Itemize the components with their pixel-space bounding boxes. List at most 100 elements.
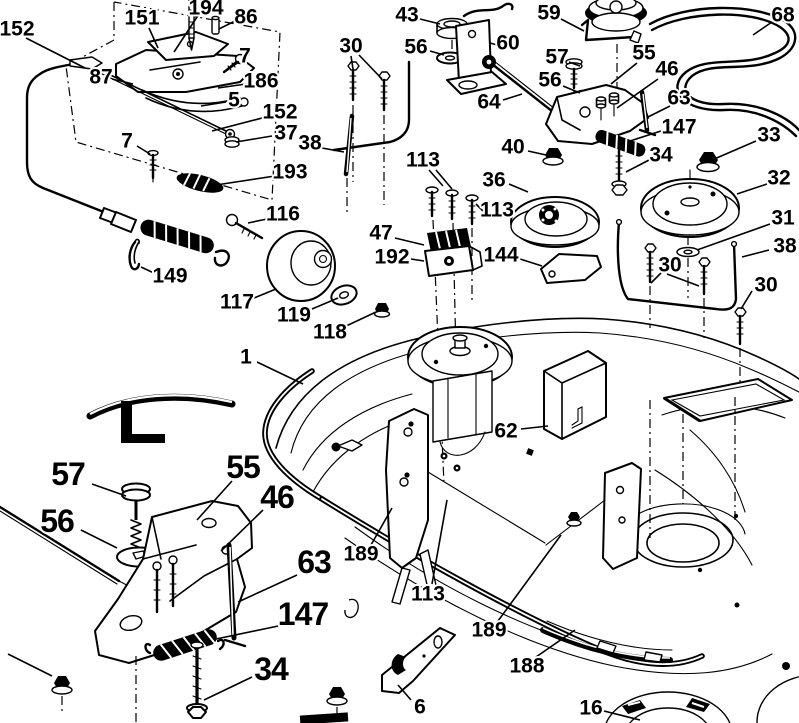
leader-line-56 <box>562 85 581 94</box>
leader-line-57 <box>91 483 127 497</box>
leader-line-55 <box>196 480 233 521</box>
part-label-30: 30 <box>754 274 777 297</box>
leader-line-16 <box>603 710 641 721</box>
part-label-147: 147 <box>278 596 329 632</box>
leader-line-87 <box>111 78 134 85</box>
part-label-7: 7 <box>121 130 133 153</box>
leader-line-63 <box>647 105 671 118</box>
leader-line-119 <box>311 297 339 310</box>
idler-pulley-36 <box>510 196 600 248</box>
leader-line-147 <box>215 624 284 640</box>
gauge-wheel-group <box>225 213 391 318</box>
leader-line-7 <box>225 60 238 71</box>
leader-line-116 <box>247 218 268 224</box>
part-label-38: 38 <box>773 235 797 258</box>
part-label-37: 37 <box>274 122 297 145</box>
leader-line-30 <box>350 55 354 70</box>
bracket-144 <box>540 253 602 284</box>
part-label-117: 117 <box>220 291 254 314</box>
leader-line-189 <box>370 507 393 546</box>
part-label-7: 7 <box>239 45 251 68</box>
leader-line <box>7 653 53 677</box>
leader-line-152 <box>211 116 267 132</box>
idler-arm-detail-large <box>0 393 253 722</box>
leader-line-1 <box>256 361 304 385</box>
leader-line-6 <box>397 684 412 701</box>
part-label-63: 63 <box>667 87 690 110</box>
leader-line-113 <box>435 169 453 190</box>
part-label-68: 68 <box>771 4 795 27</box>
middle-hardware <box>332 2 602 486</box>
leader-line-64 <box>502 93 523 101</box>
deck-shell <box>262 317 799 675</box>
part-label-151: 151 <box>124 7 159 30</box>
part-label-30: 30 <box>339 35 362 58</box>
part-label-149: 149 <box>152 265 187 288</box>
part-label-36: 36 <box>482 169 505 192</box>
part-label-152: 152 <box>0 18 35 41</box>
part-label-38: 38 <box>298 132 322 155</box>
part-label-46: 46 <box>260 479 294 515</box>
part-label-193: 193 <box>272 161 307 184</box>
brake-plate-left <box>385 408 429 569</box>
part-label-46: 46 <box>655 58 678 81</box>
part-label-43: 43 <box>395 4 418 27</box>
leader-line-30 <box>358 54 383 80</box>
part-label-189: 189 <box>471 619 506 642</box>
leader-line-118 <box>343 311 377 328</box>
bracket-62 <box>543 350 607 440</box>
leader-line-31 <box>696 223 771 251</box>
boundary-box <box>65 1 281 201</box>
leader-line-38 <box>321 147 345 153</box>
leader-line-34 <box>203 676 253 701</box>
leader-line-188 <box>535 629 576 658</box>
part-label-57: 57 <box>545 46 568 69</box>
part-label-188: 188 <box>509 655 544 678</box>
cable-spring <box>140 219 214 254</box>
part-label-194: 194 <box>188 0 223 20</box>
leader-line-194 <box>173 13 200 53</box>
part-label-33: 33 <box>757 124 780 147</box>
part-label-87: 87 <box>89 66 112 89</box>
part-label-118: 118 <box>313 321 347 344</box>
part-label-86: 86 <box>234 6 257 29</box>
strip-clip <box>596 640 617 654</box>
leader-line-113 <box>428 169 444 187</box>
part-label-56: 56 <box>40 503 74 539</box>
part-label-47: 47 <box>369 222 392 245</box>
leader-line-36 <box>508 183 529 193</box>
part-label-56: 56 <box>538 69 561 92</box>
bottom-brackets <box>51 627 456 723</box>
part-label-40: 40 <box>501 136 524 159</box>
idler-arm <box>545 84 649 145</box>
leader-line-192 <box>410 258 425 262</box>
leader-line-147 <box>629 130 662 142</box>
leader-line-59 <box>560 18 585 32</box>
leader-line-62 <box>520 425 549 430</box>
part-label-31: 31 <box>771 207 795 230</box>
part-label-16: 16 <box>579 697 602 720</box>
part-label-60: 60 <box>496 32 519 55</box>
v-belt <box>648 6 799 138</box>
part-label-30: 30 <box>658 254 681 277</box>
leader-line-193 <box>215 175 276 186</box>
leader-line-46 <box>616 78 659 109</box>
leader-line-46 <box>220 509 264 552</box>
brake-plate-right <box>602 462 642 570</box>
leader-line-34 <box>625 159 650 173</box>
part-label-5: 5 <box>228 89 240 112</box>
part-label-57: 57 <box>51 456 85 492</box>
leader-line-68 <box>752 21 773 36</box>
part-label-192: 192 <box>374 246 409 269</box>
leader-line-30 <box>666 273 700 287</box>
leader-line-30 <box>650 272 662 284</box>
leader-line-60 <box>489 42 498 46</box>
leader-line-57 <box>568 61 581 67</box>
part-label-113: 113 <box>406 149 440 172</box>
part-label-147: 147 <box>661 116 696 139</box>
leader-line-144 <box>516 257 543 267</box>
leader-line-43 <box>419 18 441 25</box>
